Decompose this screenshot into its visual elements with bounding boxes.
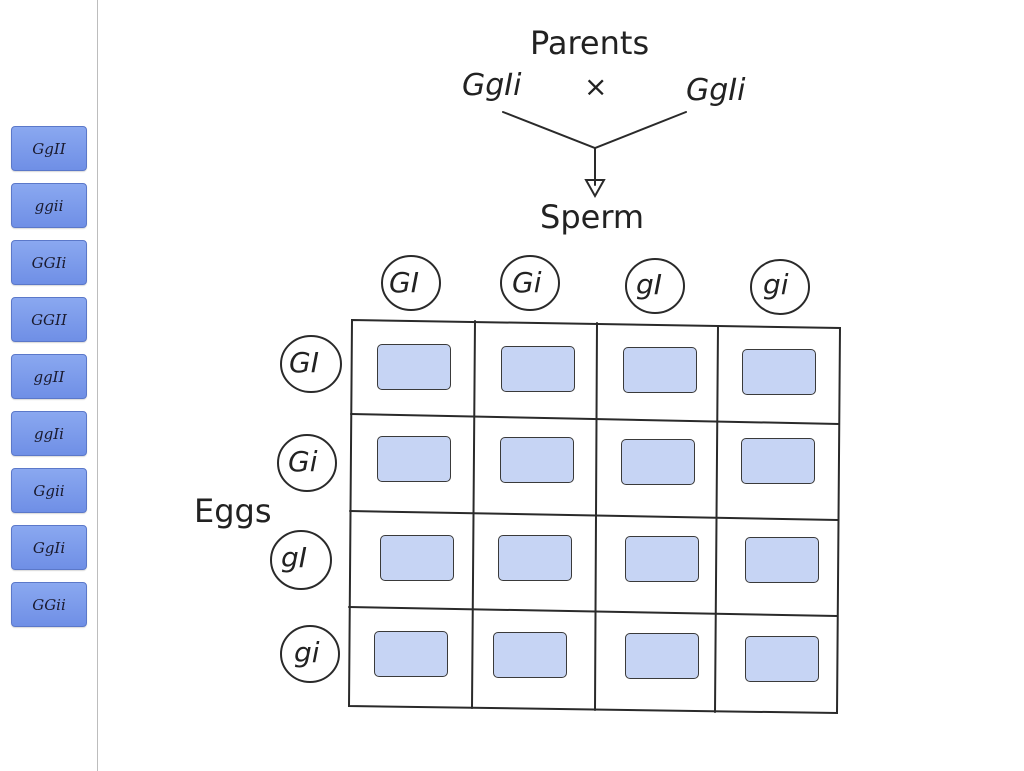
genotype-tile-ggIi[interactable]: ggIi <box>11 411 87 456</box>
gamete-circle <box>500 255 560 311</box>
answer-drop-zone[interactable] <box>745 636 819 682</box>
punnett-diagram <box>270 111 842 715</box>
gamete-circle <box>270 530 332 590</box>
punnett-grid-outline <box>347 318 842 715</box>
answer-drop-zone[interactable] <box>493 632 567 678</box>
sperm-label: Sperm <box>540 198 645 236</box>
cross-symbol: × <box>584 70 608 103</box>
answer-drop-zone[interactable] <box>500 437 574 483</box>
answer-drop-zone[interactable] <box>377 344 451 390</box>
answer-drop-zone[interactable] <box>498 535 572 581</box>
egg-gamete-label: gi <box>294 636 320 669</box>
answer-drop-zone[interactable] <box>745 537 819 583</box>
grid-line <box>349 510 839 521</box>
parent-right-genotype: GgIi <box>686 73 746 108</box>
answer-drop-zone[interactable] <box>625 536 699 582</box>
genotype-tile-ggII[interactable]: ggII <box>11 354 87 399</box>
answer-drop-zone[interactable] <box>742 349 816 395</box>
genotype-tile-Ggii[interactable]: Ggii <box>11 468 87 513</box>
gamete-circle <box>280 625 340 683</box>
sperm-gamete-label: Gi <box>512 266 542 299</box>
grid-line <box>471 320 476 709</box>
answer-drop-zone[interactable] <box>741 438 815 484</box>
grid-line <box>348 606 838 617</box>
genotype-tile-GgII[interactable]: GgII <box>11 126 87 171</box>
grid-line <box>350 413 840 425</box>
genotype-tile-GGii[interactable]: GGii <box>11 582 87 627</box>
answer-drop-zone[interactable] <box>377 436 451 482</box>
genotype-tile-GGII[interactable]: GGII <box>11 297 87 342</box>
gamete-circle <box>750 259 810 315</box>
arrow-head-icon <box>584 179 606 199</box>
genotype-tile-palette: GgII ggii GGIi GGII ggII ggIi Ggii GgIi … <box>0 0 98 771</box>
cross-lines <box>502 111 687 150</box>
answer-drop-zone[interactable] <box>380 535 454 581</box>
gamete-circle <box>381 255 441 311</box>
egg-gamete-label: gI <box>281 541 308 574</box>
punnett-square-canvas: Parents GgIi × GgIi Sperm Eggs GI Gi gI … <box>98 0 1024 771</box>
answer-drop-zone[interactable] <box>621 439 695 485</box>
eggs-label: Eggs <box>194 492 272 530</box>
sperm-gamete-label: gi <box>763 268 789 301</box>
gamete-circle <box>625 258 685 314</box>
gamete-circle <box>280 335 342 393</box>
answer-drop-zone[interactable] <box>625 633 699 679</box>
genotype-tile-ggii[interactable]: ggii <box>11 183 87 228</box>
genotype-tile-GgIi[interactable]: GgIi <box>11 525 87 570</box>
parents-label: Parents <box>530 24 650 62</box>
egg-gamete-label: GI <box>289 346 319 379</box>
sperm-gamete-label: gI <box>636 268 663 301</box>
grid-line <box>714 325 719 713</box>
genotype-tile-GGIi[interactable]: GGIi <box>11 240 87 285</box>
sperm-gamete-label: GI <box>389 266 419 299</box>
answer-drop-zone[interactable] <box>501 346 575 392</box>
answer-drop-zone[interactable] <box>374 631 448 677</box>
parent-left-genotype: GgIi <box>462 68 522 103</box>
gamete-circle <box>277 434 337 492</box>
answer-drop-zone[interactable] <box>623 347 697 393</box>
egg-gamete-label: Gi <box>288 445 318 478</box>
